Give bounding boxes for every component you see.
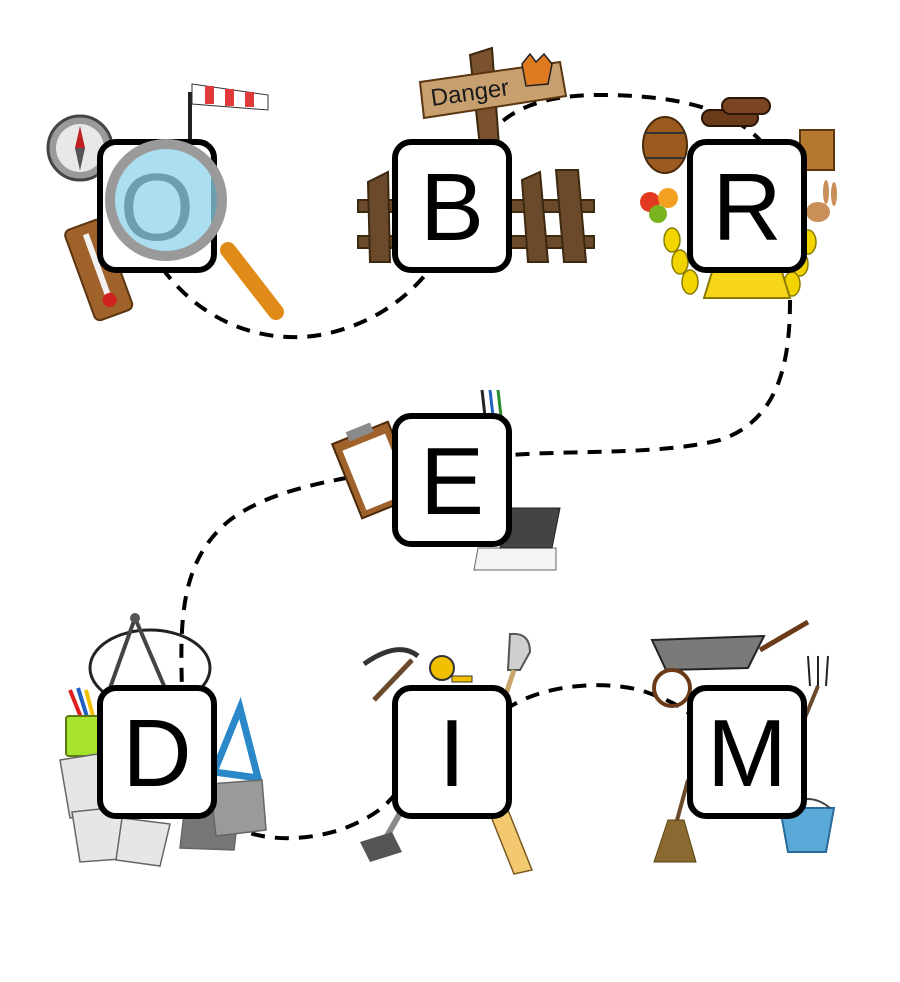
logs-icon	[701, 97, 771, 127]
svg-text:R: R	[712, 154, 781, 261]
crown-base-icon	[702, 271, 792, 299]
compass-icon	[46, 114, 114, 182]
letter-tile-r: R	[687, 139, 807, 273]
broom-icon	[653, 779, 697, 863]
danger-sign-icon: Danger	[418, 46, 568, 167]
shovel-icon	[501, 632, 532, 701]
letter-tile-d: D	[97, 685, 217, 819]
pitchfork-icon	[802, 655, 829, 721]
letter-tile-b: B	[392, 139, 512, 273]
windsock-icon	[188, 83, 269, 150]
letter-tile-e: E	[392, 413, 512, 547]
dashed-route-path	[160, 92, 792, 841]
svg-text:I: I	[439, 700, 466, 807]
tape-measure-icon	[429, 655, 473, 683]
letter-tile-m: M	[687, 685, 807, 819]
barrel-icon	[642, 116, 688, 174]
paper-stack-icon	[473, 507, 561, 571]
svg-text:E: E	[420, 428, 484, 535]
fruit-basket-icon	[640, 188, 678, 223]
pencil-cup-icon	[65, 687, 101, 757]
svg-text:D: D	[122, 700, 191, 807]
pickaxe-icon	[362, 647, 420, 702]
set-square-icon	[209, 696, 263, 783]
svg-text:M: M	[707, 700, 787, 807]
letter-tile-i: I	[392, 685, 512, 819]
ruler-icon	[488, 809, 534, 875]
svg-text:B: B	[420, 154, 484, 261]
thermometer-icon	[64, 218, 134, 322]
wheelbarrow-icon	[650, 619, 810, 708]
bucket-icon	[778, 798, 836, 853]
rabbit-icon	[806, 180, 837, 222]
magnifier-icon	[105, 139, 284, 320]
